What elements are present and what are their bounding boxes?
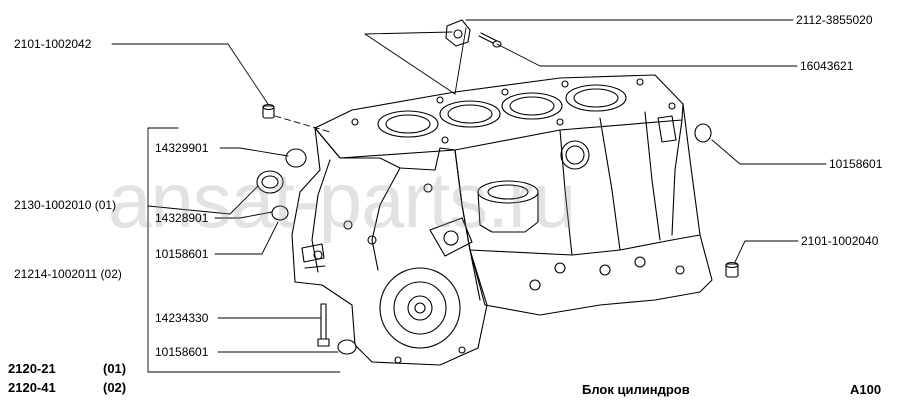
label-2130-1002010: 2130-1002010 (01) [14,198,117,212]
label-14328901: 14328901 [155,211,209,225]
label-2101-1002042: 2101-1002042 [14,37,92,51]
label-10158601-right: 10158601 [829,157,883,171]
label-21214-1002011: 21214-1002011 (02) [14,267,122,281]
diagram-code: A100 [850,382,882,397]
oil-seal-part [256,170,284,194]
model-code-2: 2120-41 [8,380,56,395]
variant-code-1: (01) [103,361,127,376]
plug-left-part [271,205,289,221]
sensor-part [445,19,471,47]
engine-block-drawing [291,74,713,366]
variant-code-2: (02) [103,380,127,395]
label-10158601-b: 10158601 [155,345,209,359]
watermark: ansat-parts.ru [108,156,576,244]
bolt-14234330-part [317,303,330,347]
label-16043621: 16043621 [800,59,854,73]
label-2112-3855020: 2112-3855020 [796,13,873,27]
label-14329901: 14329901 [155,141,209,155]
model-code-1: 2120-21 [8,361,56,376]
diagram-caption: Блок цилиндров [582,382,690,397]
plug-bottom-part [337,339,357,355]
bushing-top-part [262,103,275,119]
plug-right-part [694,123,712,143]
leader-lines [111,19,827,373]
label-14234330: 14234330 [155,311,209,325]
sensor-bolt-part [478,32,502,48]
label-10158601-a: 10158601 [155,247,209,261]
bushing-bottom-part [725,261,739,278]
plug-14329901-part [285,148,307,168]
label-2101-1002040: 2101-1002040 [801,234,879,248]
